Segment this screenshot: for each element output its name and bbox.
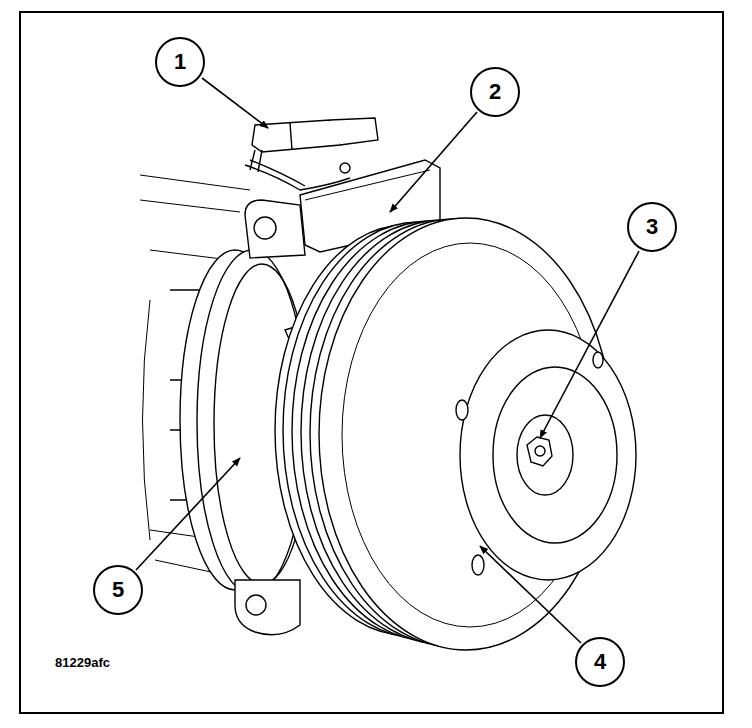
figure-frame [20,12,723,713]
leader-arrow [390,112,477,212]
leader-arrow [480,546,581,643]
leader-arrow [136,458,240,570]
callout-circle: 3 [627,202,677,252]
figure-code: 81229afc [55,655,110,670]
leader-arrow [540,251,639,438]
callout-circle: 2 [470,67,520,117]
callout-number: 1 [174,51,186,73]
callout-number: 4 [594,651,606,673]
clutch-pulley [275,218,636,650]
leader-lines [136,78,639,643]
callout-number: 5 [112,579,124,601]
callout-number: 2 [489,81,501,103]
callout-number: 3 [646,216,658,238]
callout-circle: 1 [155,37,205,87]
callout-circle: 4 [575,637,625,687]
leader-arrow [202,78,268,128]
callout-circle: 5 [93,565,143,615]
